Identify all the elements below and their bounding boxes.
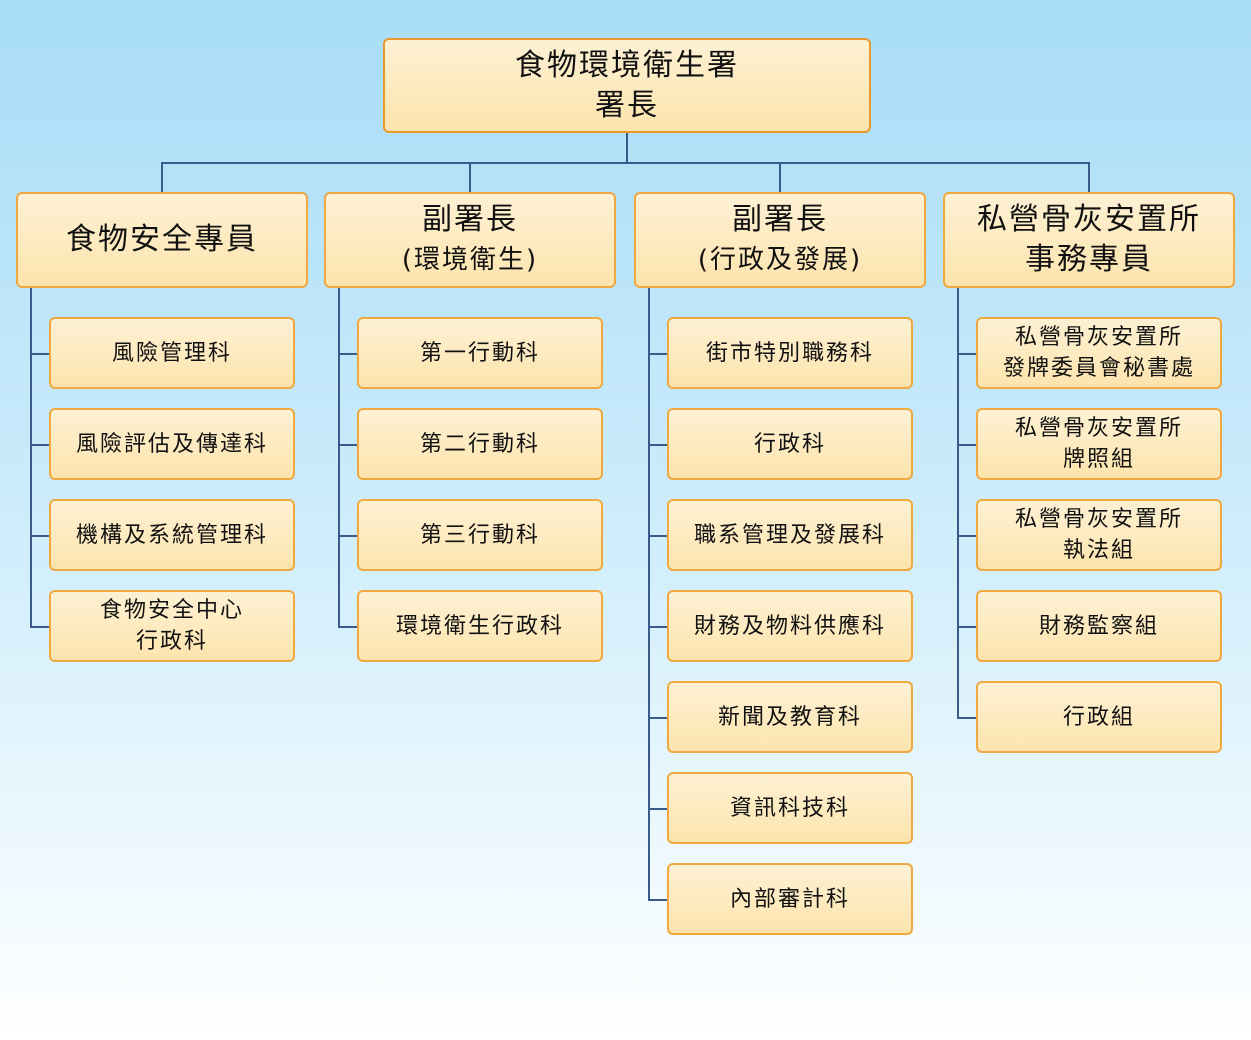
- unit-branch-line: [30, 626, 49, 628]
- unit-box: 環境衛生行政科: [357, 590, 603, 662]
- unit-branch-line: [338, 353, 357, 355]
- unit-box: 第三行動科: [357, 499, 603, 571]
- unit-box: 私營骨灰安置所執法組: [976, 499, 1222, 571]
- top-bus-line: [161, 162, 1090, 164]
- unit-branch-line: [648, 626, 667, 628]
- unit-branch-line: [648, 353, 667, 355]
- unit-box: 財務及物料供應科: [667, 590, 913, 662]
- unit-branch-line: [648, 444, 667, 446]
- unit-branch-line: [338, 444, 357, 446]
- unit-branch-line: [338, 626, 357, 628]
- unit-box: 資訊科技科: [667, 772, 913, 844]
- heading-drop-line-1: [161, 162, 163, 192]
- column-spine-4: [957, 288, 959, 718]
- unit-box-line-1: 第二行動科: [419, 431, 540, 457]
- unit-box: 第二行動科: [357, 408, 603, 480]
- unit-box-line-1: 第三行動科: [419, 522, 540, 548]
- unit-branch-line: [648, 717, 667, 719]
- unit-box-line-1: 街市特別職務科: [705, 340, 874, 366]
- column-heading-3-line-2: (行政及發展): [697, 245, 863, 275]
- unit-box: 風險評估及傳達科: [49, 408, 295, 480]
- unit-box-line-1: 私營骨灰安置所: [1014, 325, 1183, 350]
- unit-box: 職系管理及發展科: [667, 499, 913, 571]
- unit-branch-line: [30, 353, 49, 355]
- unit-box-line-1: 行政組: [1062, 704, 1135, 730]
- column-heading-4: 私營骨灰安置所事務專員: [943, 192, 1235, 288]
- unit-box-line-1: 風險管理科: [111, 340, 232, 366]
- unit-box-line-2: 執法組: [1062, 538, 1135, 563]
- unit-branch-line: [338, 535, 357, 537]
- unit-box-line-1: 風險評估及傳達科: [75, 431, 268, 457]
- unit-box-line-1: 內部審計科: [729, 886, 850, 912]
- heading-drop-line-4: [1088, 162, 1090, 192]
- unit-branch-line: [648, 808, 667, 810]
- unit-branch-line: [648, 535, 667, 537]
- unit-box: 風險管理科: [49, 317, 295, 389]
- column-heading-1: 食物安全專員: [16, 192, 308, 288]
- column-heading-3-line-1: 副署長: [732, 202, 828, 237]
- unit-box-line-1: 環境衛生行政科: [395, 613, 564, 639]
- unit-box: 內部審計科: [667, 863, 913, 935]
- unit-box: 私營骨灰安置所牌照組: [976, 408, 1222, 480]
- heading-drop-line-3: [779, 162, 781, 192]
- root-connector: [626, 133, 628, 163]
- unit-branch-line: [648, 899, 667, 901]
- unit-box: 新聞及教育科: [667, 681, 913, 753]
- column-heading-2-line-2: (環境衛生): [401, 245, 539, 275]
- unit-branch-line: [957, 717, 976, 719]
- unit-box-line-2: 行政科: [135, 629, 208, 654]
- unit-box: 私營骨灰安置所發牌委員會秘書處: [976, 317, 1222, 389]
- unit-box: 街市特別職務科: [667, 317, 913, 389]
- column-heading-2: 副署長 (環境衛生): [324, 192, 616, 288]
- unit-box-line-1: 私營骨灰安置所: [1014, 416, 1183, 441]
- unit-box-line-1: 行政科: [753, 431, 826, 457]
- unit-branch-line: [957, 444, 976, 446]
- unit-box-line-1: 職系管理及發展科: [693, 522, 886, 548]
- column-spine-2: [338, 288, 340, 627]
- director-org-name: 食物環境衛生署: [515, 47, 739, 83]
- unit-branch-line: [957, 535, 976, 537]
- unit-branch-line: [957, 353, 976, 355]
- column-spine-3: [648, 288, 650, 900]
- column-heading-2-line-1: 副署長: [422, 202, 518, 237]
- unit-box: 行政科: [667, 408, 913, 480]
- unit-box-line-1: 食物安全中心: [99, 598, 244, 623]
- column-heading-4-line-2: 事務專員: [1025, 242, 1153, 277]
- director-box: 食物環境衛生署 署長: [383, 38, 871, 133]
- unit-box-line-1: 資訊科技科: [729, 795, 850, 821]
- column-heading-3: 副署長 (行政及發展): [634, 192, 926, 288]
- unit-box: 第一行動科: [357, 317, 603, 389]
- unit-branch-line: [30, 444, 49, 446]
- unit-branch-line: [30, 535, 49, 537]
- unit-box-line-1: 私營骨灰安置所: [1014, 507, 1183, 532]
- unit-box: 食物安全中心行政科: [49, 590, 295, 662]
- column-heading-1-line-1: 食物安全專員: [66, 222, 258, 257]
- heading-drop-line-2: [469, 162, 471, 192]
- unit-box-line-1: 機構及系統管理科: [75, 522, 268, 548]
- column-heading-4-line-1: 私營骨灰安置所: [977, 202, 1201, 237]
- unit-box: 機構及系統管理科: [49, 499, 295, 571]
- unit-box-line-1: 財務及物料供應科: [693, 613, 886, 639]
- unit-box: 行政組: [976, 681, 1222, 753]
- unit-box: 財務監察組: [976, 590, 1222, 662]
- unit-box-line-1: 第一行動科: [419, 340, 540, 366]
- director-title: 署長: [595, 87, 659, 123]
- unit-box-line-1: 新聞及教育科: [717, 704, 862, 730]
- column-spine-1: [30, 288, 32, 627]
- unit-branch-line: [957, 626, 976, 628]
- unit-box-line-1: 財務監察組: [1038, 613, 1159, 639]
- unit-box-line-2: 牌照組: [1062, 447, 1135, 472]
- unit-box-line-2: 發牌委員會秘書處: [1002, 356, 1195, 381]
